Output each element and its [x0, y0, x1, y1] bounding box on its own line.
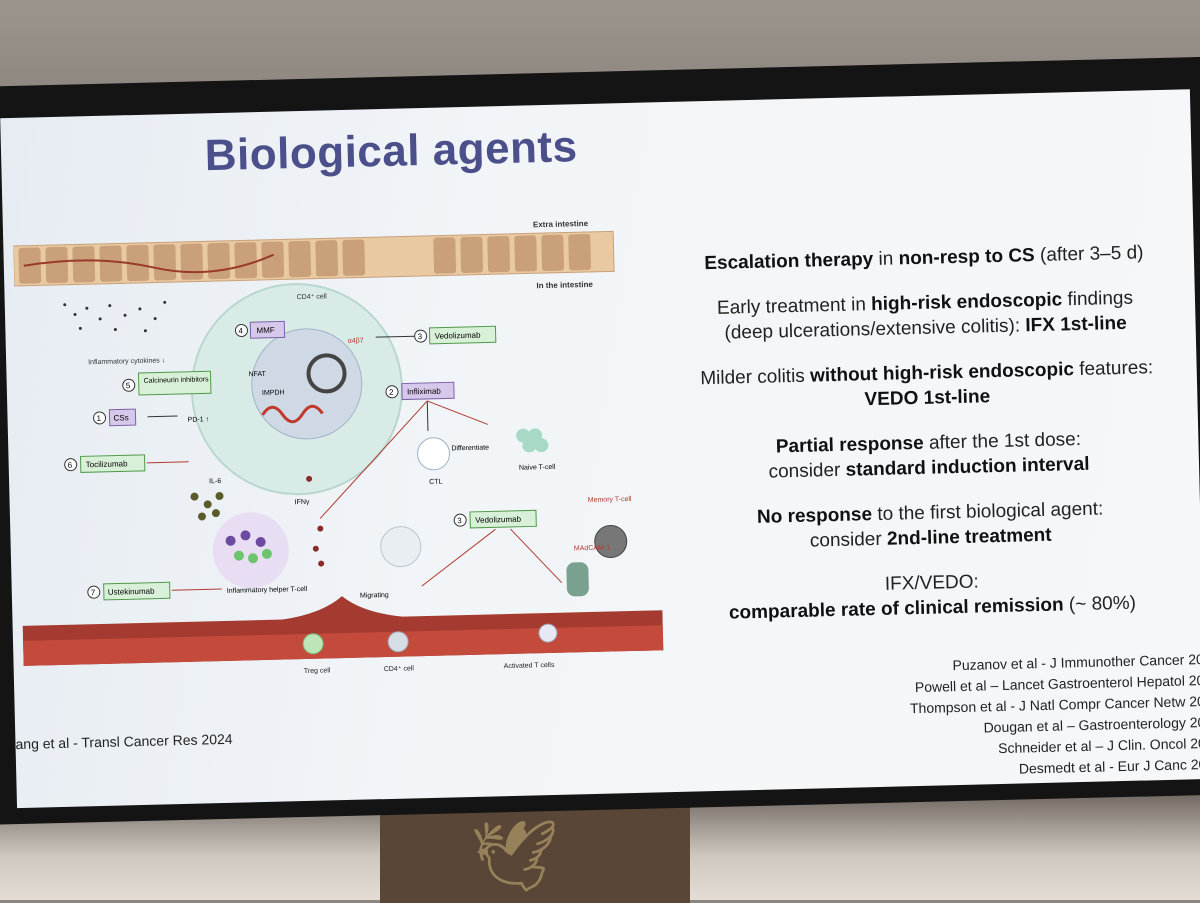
label-cd4-bottom: CD4⁺ cell — [384, 665, 415, 673]
svg-text:Calcineurin inhibitors: Calcineurin inhibitors — [144, 376, 210, 385]
ustekinumab-box: 7 Ustekinumab — [87, 581, 222, 601]
calcineurin-box: 5 Calcineurin inhibitors — [122, 370, 212, 396]
eagle-emblem-icon: 🕊 — [470, 815, 559, 897]
mechanism-diagram: Extra intestine In the intestine CD4⁺ ce… — [12, 219, 664, 675]
point-escalation: Escalation therapy in non-resp to CS (af… — [704, 242, 1144, 275]
vessel-lumen — [22, 625, 664, 666]
madcam-receptor — [566, 562, 589, 597]
label-naive-tcell: Naive T-cell — [519, 464, 556, 472]
svg-text:3: 3 — [418, 332, 423, 341]
label-a4b7-bottom: α4β7 — [583, 621, 599, 628]
memory-tcell — [594, 525, 628, 559]
inflammatory-cluster — [212, 512, 289, 589]
il6-dots — [190, 492, 224, 521]
tocilizumab-box: 6 Tocilizumab — [64, 454, 189, 473]
infliximab-box: 2 Infliximab — [319, 381, 489, 519]
ctl-cell — [417, 437, 451, 471]
svg-text:6: 6 — [68, 461, 73, 470]
svg-text:Vedolizumab: Vedolizumab — [475, 515, 522, 525]
label-extra-intestine: Extra intestine — [533, 219, 589, 229]
css-box: 1 CSs — [93, 408, 178, 427]
svg-text:5: 5 — [126, 381, 131, 390]
references: Puzanov et al - J Immunother Cancer 20 P… — [774, 649, 1200, 785]
cytokine-dots — [63, 300, 167, 333]
label-ctl: CTL — [429, 479, 442, 486]
svg-text:Vedolizumab: Vedolizumab — [435, 331, 482, 341]
svg-text:Infliximab: Infliximab — [407, 387, 442, 397]
label-cd4-cell: CD4⁺ cell — [297, 293, 328, 301]
label-impdh: IMPDH — [262, 389, 285, 397]
label-pd1: PD-1 ↑ — [188, 416, 210, 424]
label-activated: Activated T cells — [504, 662, 555, 670]
vedolizumab-top-box: 3 Vedolizumab — [375, 325, 497, 345]
slide: Biological agents Extra in — [0, 89, 1200, 809]
ifng-dots — [306, 475, 325, 567]
cell-cycle-ring — [306, 353, 347, 394]
label-nfat: NFAT — [248, 371, 266, 378]
label-a4b7: α4β7 — [348, 337, 364, 344]
label-inflammatory-helper: Inflammatory helper T-cell — [227, 586, 308, 595]
label-in-intestine: In the intestine — [536, 280, 593, 290]
point-ifx-vedo: IFX/VEDO: comparable rate of clinical re… — [728, 571, 1137, 624]
svg-text:CSs: CSs — [113, 413, 128, 422]
point-no-response: No response to the first biological agen… — [756, 498, 1104, 552]
svg-text:3: 3 — [457, 516, 462, 525]
label-ifng: IFNγ — [295, 499, 310, 506]
helper-cells-green — [233, 548, 272, 564]
key-points: Escalation therapy in non-resp to CS (af… — [654, 239, 1200, 647]
label-madcam: MAdCAM-1 — [574, 545, 610, 553]
mmf-box: 4 MMF — [234, 320, 286, 339]
svg-text:MMF: MMF — [256, 326, 275, 335]
projection-screen-frame: Biological agents Extra in — [0, 56, 1200, 825]
slide-title: Biological agents — [204, 122, 579, 181]
vedolizumab-mid-box: 3 Vedolizumab — [421, 509, 563, 587]
cd4-bottom-cell — [387, 631, 409, 653]
svg-text:4: 4 — [238, 326, 243, 335]
dna-helix — [261, 404, 324, 424]
label-inflammatory-cytokines: Inflammatory cytokines ↓ — [88, 357, 165, 366]
label-treg: Treg cell — [304, 667, 331, 675]
svg-text:1: 1 — [96, 414, 101, 423]
svg-text:7: 7 — [91, 588, 96, 597]
activated-cell — [538, 623, 558, 643]
label-migrating: Migrating — [360, 592, 389, 600]
svg-text:Tocilizumab: Tocilizumab — [86, 459, 129, 469]
point-partial-response: Partial response after the 1st dose: con… — [768, 428, 1090, 483]
epithelium-layer: Extra intestine In the intestine — [12, 219, 615, 290]
diagram-source: ang et al - Transl Cancer Res 2024 — [15, 730, 233, 753]
podium-plaque — [380, 805, 690, 903]
migrating-cell — [380, 526, 422, 568]
svg-text:2: 2 — [389, 388, 394, 397]
treg-cell — [302, 633, 324, 655]
naive-tcell-cluster — [516, 428, 549, 453]
label-memory-tcell: Memory T-cell — [588, 496, 632, 504]
point-milder-colitis: Milder colitis without high-risk endosco… — [700, 357, 1154, 411]
label-differentiate: Differentiate — [451, 444, 489, 452]
helper-cells — [225, 530, 266, 548]
point-early-treatment: Early treatment in high-risk endoscopic … — [716, 287, 1134, 344]
label-il6: IL-6 — [209, 478, 221, 485]
svg-text:Ustekinumab: Ustekinumab — [108, 587, 155, 597]
